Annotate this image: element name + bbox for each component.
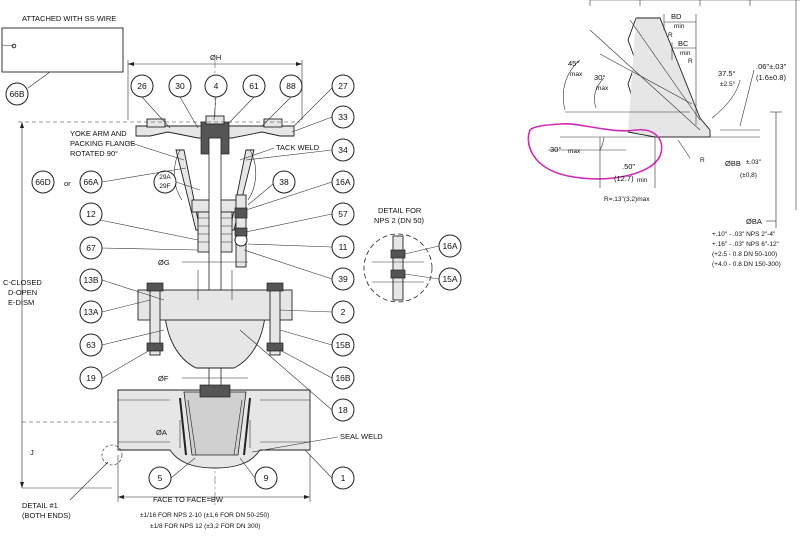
balloon-18: 18 [338,405,348,415]
balloon-5: 5 [158,473,163,483]
detail-balloon-16a: 16A [442,241,457,251]
leader-lines [99,87,333,479]
weld-r-top: R [668,32,673,39]
balloon-13b: 13B [83,275,98,285]
tolerance-line1: ±1/16 FOR NPS 2-10 (±1,6 FOR DN 50-250) [140,512,269,519]
angle-30-bottom: 30° [550,145,561,154]
balloon-66a: 66A [83,177,98,187]
detail-nps2: DETAIL FOR NPS 2 (DN 50) 16A 15A [363,206,462,303]
detail-nps2-line1: DETAIL FOR [378,206,422,215]
balloon-66d: 66D [35,177,51,187]
dim-a: ØA [156,428,167,437]
weld-r-bottom: R [700,157,705,164]
balloon-9: 9 [264,473,269,483]
tag-label: ATTACHED WITH SS WIRE [22,14,116,23]
dim-06: .06"±.03" [756,62,787,71]
angle-30-top-max: max [596,85,609,92]
weld-bc: BC [678,39,689,48]
balloon-12: 12 [86,209,96,219]
dim-f: ØF [158,374,169,383]
weld-bd-min: min [674,23,685,30]
dim-g: ØG [158,258,170,267]
balloon-4: 4 [214,81,219,91]
dimension-lines: ØH C-CLOSED D-OPEN E-DISM J ØG ØF ØA FAC… [3,53,311,530]
angle-30-bottom-max: max [568,148,581,155]
balloon-66b [5,82,29,106]
detail1-line2: (BOTH ENDS) [22,511,71,520]
dim-50-mm: (12.7) [614,174,634,183]
detail-nps2-line2: NPS 2 (DN 50) [374,216,425,225]
angle-30-top: 30° [594,73,605,82]
balloon-15b: 15B [335,340,350,350]
weld-r-right: R [688,58,693,65]
balloon-39: 39 [338,274,348,284]
dim-j: J [30,448,34,457]
balloon-63: 63 [86,340,96,350]
detail1-line1: DETAIL #1 [22,501,58,510]
balloon-1: 1 [341,473,346,483]
r-note: R=.13"(3,2)max [604,196,650,203]
balloon-29f: 29F [159,183,170,190]
dia-bb-mm: (±0,8) [740,172,757,179]
ba-tol-4: (+4.0 - 0.8 DN 150-300) [712,261,781,268]
balloon-67: 67 [86,243,96,253]
weld-bd: BD [671,12,682,21]
seal-weld-label: SEAL WELD [340,432,383,441]
dia-bb-tol: ±.03" [746,159,762,166]
balloon-26: 26 [137,81,147,91]
balloon-16a: 16A [335,177,350,187]
yoke-note-3: ROTATED 90° [70,149,118,158]
or-label: or [64,179,71,188]
weld-end-detail: BD min BC min R R R 45° max 30° max 37.5… [527,0,800,268]
yoke-note-1: YOKE ARM AND [70,129,127,138]
angle-37-5: 37.5° [718,69,736,78]
balloon-33: 33 [338,112,348,122]
highlight-ellipse [527,123,663,180]
part-balloons: 26 30 4 61 88 27 33 34 66D 66A 29A 29F 3… [31,74,355,490]
balloon-57: 57 [338,209,348,219]
weld-bc-min: min [680,50,691,57]
tack-weld-label: TACK WELD [276,143,320,152]
c-closed-line1: C-CLOSED [3,278,42,287]
balloon-66b-text: 66B [9,89,24,99]
dia-bb: ØBB [725,159,741,168]
face-to-face-label: FACE TO FACE=BW [153,495,224,504]
tolerance-line2: ±1/8 FOR NPS 12 (±3,2 FOR DN 300) [150,523,260,530]
balloon-34: 34 [338,145,348,155]
balloon-11: 11 [339,242,348,252]
balloon-38: 38 [279,177,289,187]
valve-geometry [101,60,311,505]
detail-balloon-15a: 15A [442,274,457,284]
ss-wire-tag: ATTACHED WITH SS WIRE [1,14,124,89]
ba-tol-1: +.10" - .03" NPS 2"-4" [712,231,776,238]
balloon-61: 61 [249,81,259,91]
c-closed-line3: E-DISM [8,298,34,307]
dim-h: ØH [210,53,221,62]
dim-50: .50" [622,162,635,171]
balloon-19: 19 [86,373,96,383]
balloon-16b: 16B [335,373,350,383]
dia-ba: ØBA [746,217,762,226]
angle-45-max: max [570,71,583,78]
yoke-note-2: PACKING FLANGE [70,139,135,148]
balloon-2: 2 [341,307,346,317]
ba-tol-3: (+2.5 - 0.8 DN 50-100) [712,251,777,258]
ba-tol-2: +.16" - .03" NPS 6"-12" [712,241,780,248]
balloon-29a: 29A [159,174,171,181]
c-closed-line2: D-OPEN [8,288,37,297]
angle-37-5-tol: ±2.5° [720,80,736,88]
balloon-27: 27 [338,81,348,91]
angle-45: 45° [568,59,579,68]
balloon-30: 30 [175,81,185,91]
balloon-13a: 13A [83,307,98,317]
balloon-88: 88 [286,81,296,91]
dim-50-min: min [637,177,648,184]
dim-06-mm: (1.6±0.8) [756,73,786,82]
